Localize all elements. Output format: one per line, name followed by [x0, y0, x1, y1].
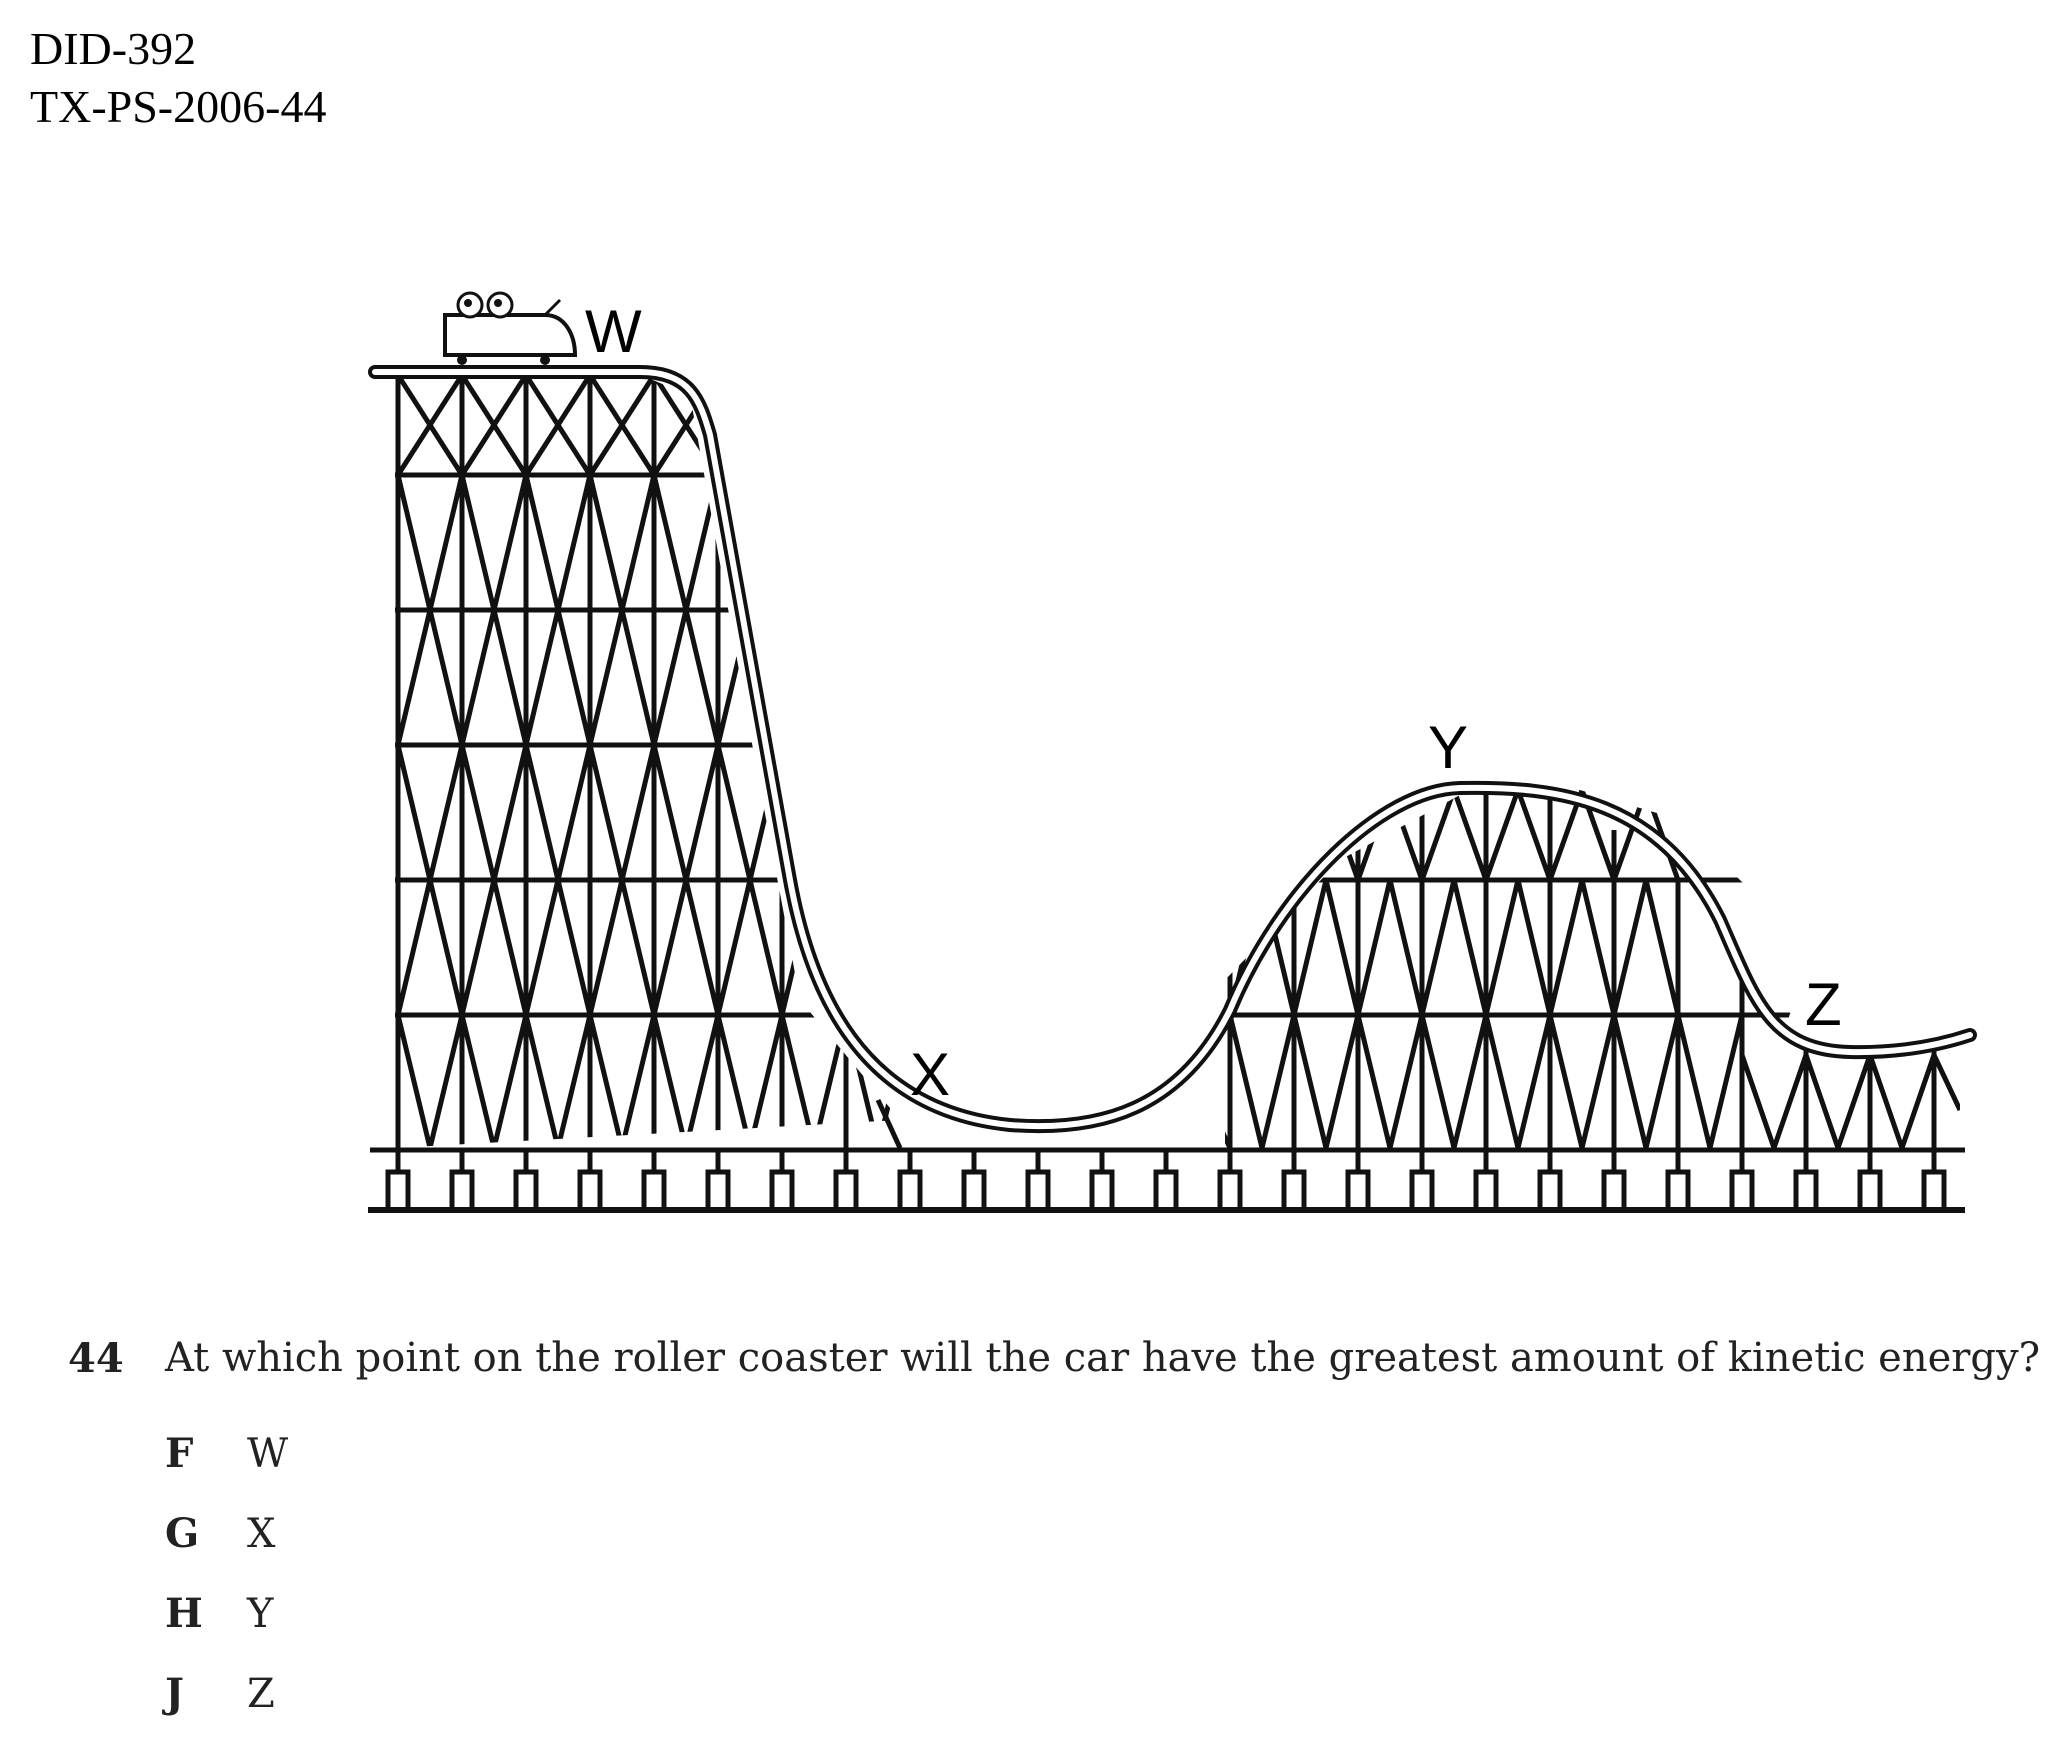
- footing: [1729, 1150, 1755, 1210]
- coaster-car: [443, 291, 578, 365]
- question-number: 44: [68, 1335, 124, 1382]
- question-text: At which point on the roller coaster wil…: [165, 1335, 2041, 1381]
- choice-answer: X: [247, 1511, 276, 1557]
- item-code: TX-PS-2006-44: [30, 81, 327, 132]
- choice-answer: Z: [247, 1671, 275, 1717]
- lattice-supports: [395, 375, 1960, 1148]
- footing: [1409, 1150, 1435, 1210]
- footing: [641, 1150, 667, 1210]
- footing: [1153, 1150, 1179, 1210]
- footing: [1921, 1150, 1947, 1210]
- footing: [1601, 1150, 1627, 1210]
- point-w-label: W: [585, 298, 642, 365]
- document-id: DID-392: [30, 23, 197, 74]
- footing: [1665, 1150, 1691, 1210]
- choice-letter: J: [165, 1670, 184, 1717]
- footing: [1345, 1150, 1371, 1210]
- footing: [513, 1150, 539, 1210]
- point-z-label: Z: [1805, 971, 1842, 1038]
- point-x-label: X: [910, 1041, 950, 1108]
- choice-letter: H: [165, 1590, 203, 1637]
- footing: [577, 1150, 603, 1210]
- coaster-track: [368, 365, 1977, 1134]
- footing: [961, 1150, 987, 1210]
- footing: [1025, 1150, 1051, 1210]
- footing: [769, 1150, 795, 1210]
- roller-coaster-diagram: W X Y Z: [368, 291, 1977, 1213]
- footing: [1473, 1150, 1499, 1210]
- point-y-label: Y: [1428, 714, 1468, 781]
- choice-letter: G: [165, 1510, 200, 1557]
- footing: [705, 1150, 731, 1210]
- footing: [1217, 1150, 1243, 1210]
- footing: [1537, 1150, 1563, 1210]
- choice-answer: Y: [247, 1591, 274, 1637]
- choice-answer: W: [247, 1431, 289, 1477]
- footing: [1281, 1150, 1307, 1210]
- footing: [833, 1150, 859, 1210]
- ground-footings: [368, 1147, 1965, 1213]
- footing: [449, 1150, 475, 1210]
- footing: [385, 1150, 411, 1210]
- footing: [1089, 1150, 1115, 1210]
- choice-letter: F: [165, 1430, 194, 1477]
- footing: [897, 1150, 923, 1210]
- footing: [1857, 1150, 1883, 1210]
- footing: [1793, 1150, 1819, 1210]
